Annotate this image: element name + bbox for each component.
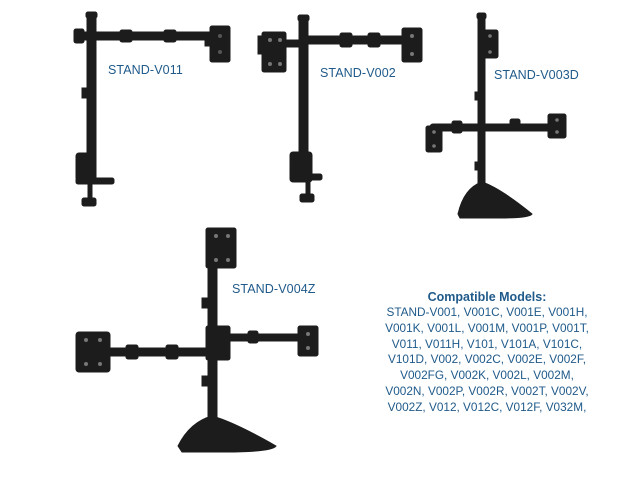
compatible-models-line: V101D, V002, V002C, V002E, V002F, — [387, 352, 587, 367]
compatible-models-line: V002FG, V002K, V002L, V002M, — [400, 368, 574, 383]
model-label: STAND-V011 — [108, 63, 183, 77]
compatible-models-list: STAND-V001, V001C, V001E, V001H, V001K, … — [352, 305, 622, 416]
dual-monitor-desk-mount-image — [73, 11, 231, 207]
model-label: STAND-V004Z — [232, 282, 316, 296]
product-stand-v003d: STAND-V003D — [420, 12, 620, 222]
model-label: STAND-V002 — [320, 66, 396, 80]
product-stand-v011: STAND-V011 — [60, 8, 240, 218]
compatible-models-line: V002N, V002P, V002R, V002T, V002V, — [385, 383, 589, 398]
compatible-models-title: Compatible Models: — [427, 290, 547, 304]
model-label: STAND-V003D — [494, 68, 579, 82]
quad-monitor-stand-image — [75, 227, 319, 453]
product-stand-v004z: STAND-V004Z — [66, 226, 356, 466]
product-stand-v002: STAND-V002 — [250, 14, 440, 214]
compatible-models-line: STAND-V001, V001C, V001E, V001H, — [386, 305, 588, 319]
compatible-models-line: V002Z, V012, V012C, V012F, V032M, — [387, 399, 587, 414]
dual-monitor-clamp-mount-image — [257, 14, 423, 203]
triple-monitor-stand-image — [425, 12, 567, 219]
compatible-models-line: V001K, V001L, V001M, V001P, V001T, — [385, 320, 589, 335]
compatible-models-section: Compatible Models: STAND-V001, V001C, V0… — [352, 289, 622, 416]
compatible-models-line: V011, V011H, V101, V101A, V101C, — [391, 336, 583, 351]
